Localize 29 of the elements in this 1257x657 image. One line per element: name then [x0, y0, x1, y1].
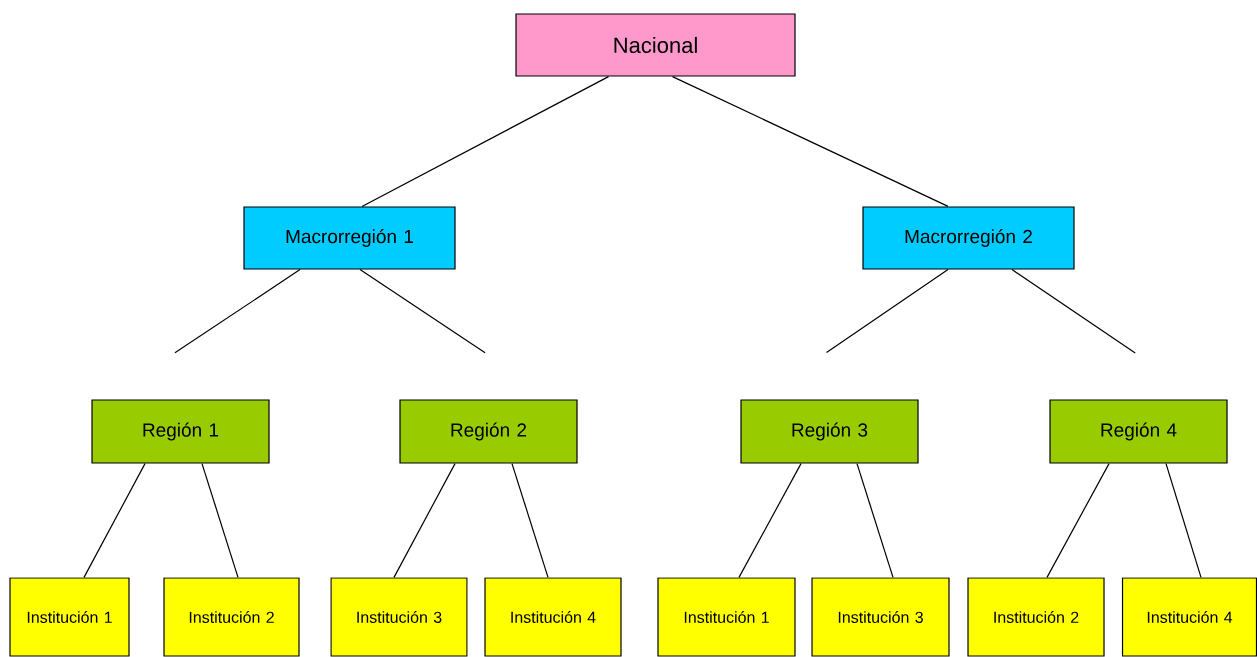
connector-line — [201, 463, 239, 578]
connector-line — [856, 463, 894, 578]
level-box: Región 2 — [399, 399, 578, 464]
level-box: Macrorregión 1 — [243, 206, 456, 270]
connector-line — [361, 76, 610, 207]
connector-line — [825, 269, 949, 354]
level-box: Región 1 — [91, 399, 270, 464]
level-box: Nacional — [515, 13, 796, 77]
level-box: Región 4 — [1049, 399, 1228, 464]
connector-line — [1046, 463, 1110, 578]
level-box: Institución 1 — [9, 577, 130, 657]
connector-line — [83, 463, 146, 578]
connector-line — [393, 463, 456, 578]
connector-line — [1011, 269, 1136, 354]
connector-line — [359, 269, 486, 354]
level-box: Institución 3 — [811, 577, 950, 657]
connector-line — [511, 463, 549, 578]
level-box: Institución 4 — [1121, 577, 1257, 657]
level-box: Institución 1 — [657, 577, 796, 657]
connector-line — [671, 76, 949, 207]
level-box: Región 3 — [740, 399, 919, 464]
level-box: Institución 2 — [967, 577, 1105, 657]
level-box: Macrorregión 2 — [862, 206, 1075, 270]
level-box: Institución 3 — [330, 577, 468, 657]
connector-line — [1165, 463, 1202, 578]
connector-line — [738, 463, 802, 578]
connector-line — [174, 269, 301, 354]
level-box: Institución 4 — [484, 577, 622, 657]
level-box: Institución 2 — [163, 577, 300, 657]
